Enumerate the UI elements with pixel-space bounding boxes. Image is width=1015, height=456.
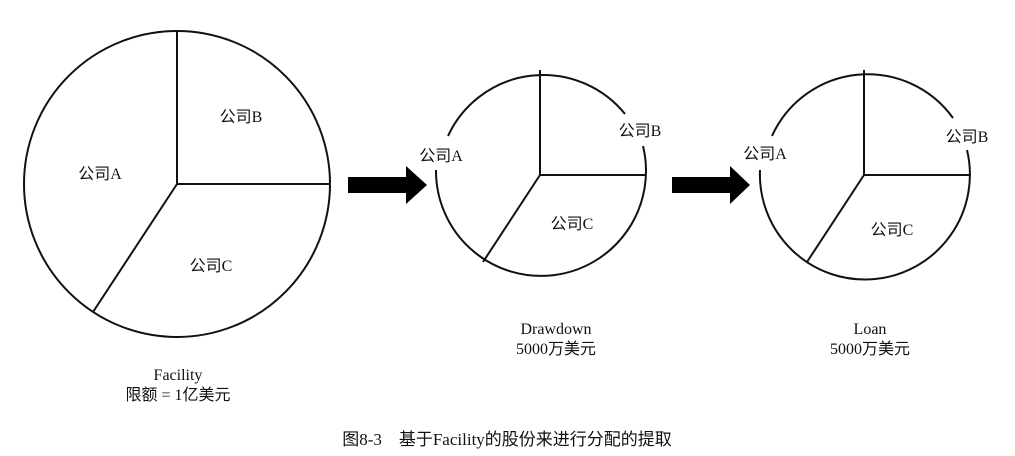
pie-loan-outline-lower (758, 149, 971, 281)
pie-loan-outline-upper (771, 73, 954, 137)
caption-amount: 5000万美元 (515, 341, 597, 358)
divider-c-a (482, 174, 541, 263)
caption-amount: 限额 = 1亿美元 (125, 387, 231, 404)
slice-label-b: 公司B (219, 109, 263, 126)
pie-drawdown-outline-lower (434, 145, 647, 277)
caption-facility: Facility 限额 = 1亿美元 (125, 366, 230, 406)
slice-label-a: 公司A (419, 148, 463, 165)
slice-label-a: 公司A (78, 166, 122, 183)
caption-title: Drawdown (520, 321, 592, 338)
slice-label-b: 公司B (618, 123, 662, 140)
slice-label-c: 公司C (550, 216, 594, 233)
caption-title: Facility (153, 367, 203, 384)
pie-loan (758, 70, 971, 281)
caption-amount: 5000万美元 (829, 341, 911, 358)
pie-drawdown (434, 70, 647, 277)
caption-loan: Loan 5000万美元 (830, 320, 910, 360)
slice-label-c: 公司C (870, 222, 914, 239)
right-arrow-icon (348, 166, 427, 204)
divider-c-a (92, 183, 178, 313)
slice-label-c: 公司C (189, 258, 233, 275)
caption-title: Loan (853, 321, 887, 338)
slice-label-a: 公司A (743, 146, 787, 163)
figure-caption: 图8-3 基于Facility的股份来进行分配的提取 (342, 430, 672, 449)
divider-c-a (806, 174, 865, 263)
slice-label-b: 公司B (945, 129, 989, 146)
right-arrow-icon (672, 166, 750, 204)
caption-drawdown: Drawdown 5000万美元 (516, 320, 596, 360)
pie-facility (23, 30, 331, 338)
pie-drawdown-outline-upper (447, 74, 626, 137)
